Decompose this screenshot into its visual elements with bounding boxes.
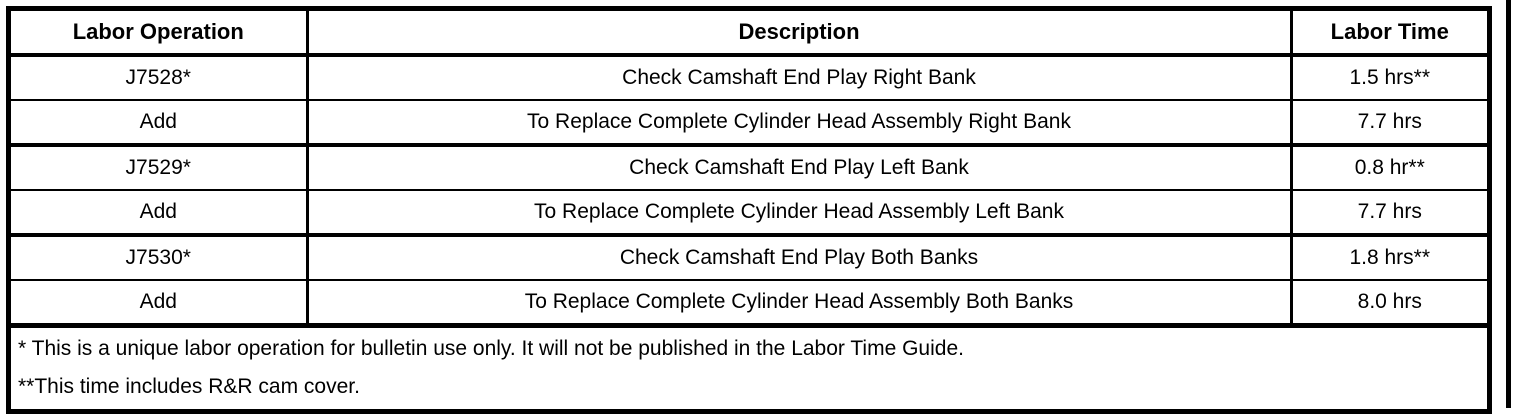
labor-operation-table-block: Labor Operation Description Labor Time J… <box>6 6 1492 414</box>
table-body: J7528* Check Camshaft End Play Right Ban… <box>11 53 1487 409</box>
cell-labor-time: 7.7 hrs <box>1289 99 1487 145</box>
labor-operation-table: Labor Operation Description Labor Time J… <box>11 11 1487 409</box>
cell-description: To Replace Complete Cylinder Head Assemb… <box>305 189 1291 235</box>
footnotes-row: * This is a unique labor operation for b… <box>11 323 1487 409</box>
cell-description: To Replace Complete Cylinder Head Assemb… <box>305 99 1291 145</box>
footnote-double-star: **This time includes R&R cam cover. <box>18 375 360 399</box>
table-header: Labor Operation Description Labor Time <box>11 11 1487 55</box>
cell-labor-operation: Add <box>11 189 307 235</box>
cell-description: Check Camshaft End Play Left Bank <box>305 143 1291 190</box>
cell-labor-time: 1.8 hrs** <box>1289 233 1487 280</box>
cell-labor-time: 7.7 hrs <box>1289 189 1487 235</box>
column-header-labor-operation: Labor Operation <box>11 11 307 55</box>
cell-labor-time: 1.5 hrs** <box>1289 53 1487 100</box>
cell-labor-operation: J7528* <box>11 53 307 100</box>
cell-labor-time: 0.8 hr** <box>1289 143 1487 190</box>
column-header-description: Description <box>305 11 1291 55</box>
table-row: J7528* Check Camshaft End Play Right Ban… <box>11 53 1487 100</box>
header-row: Labor Operation Description Labor Time <box>11 11 1487 55</box>
page-right-vertical-rule <box>1506 0 1511 408</box>
cell-description: To Replace Complete Cylinder Head Assemb… <box>305 279 1291 326</box>
cell-labor-operation: Add <box>11 99 307 145</box>
table-row: Add To Replace Complete Cylinder Head As… <box>11 189 1487 235</box>
cell-description: Check Camshaft End Play Both Banks <box>305 233 1291 280</box>
cell-labor-operation: J7530* <box>11 233 307 280</box>
cell-labor-operation: Add <box>11 279 307 326</box>
table-row: Add To Replace Complete Cylinder Head As… <box>11 99 1487 145</box>
table-row: J7530* Check Camshaft End Play Both Bank… <box>11 233 1487 280</box>
cell-description: Check Camshaft End Play Right Bank <box>305 53 1291 100</box>
footnote-single-star: * This is a unique labor operation for b… <box>18 337 964 360</box>
footnotes-cell: * This is a unique labor operation for b… <box>11 323 1487 409</box>
column-header-labor-time: Labor Time <box>1289 11 1487 55</box>
table-row: J7529* Check Camshaft End Play Left Bank… <box>11 143 1487 190</box>
cell-labor-operation: J7529* <box>11 143 307 190</box>
cell-labor-time: 8.0 hrs <box>1289 279 1487 326</box>
table-row: Add To Replace Complete Cylinder Head As… <box>11 279 1487 326</box>
